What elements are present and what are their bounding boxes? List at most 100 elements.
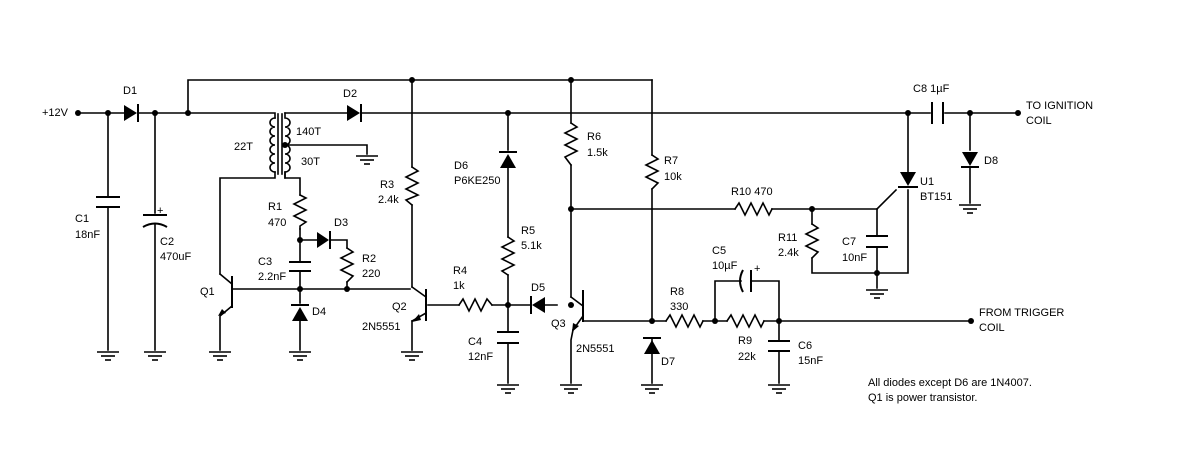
junctions	[75, 77, 1021, 324]
resistor-r3	[404, 165, 420, 207]
transistor-q2	[410, 285, 428, 323]
c7-label: C7	[842, 236, 856, 248]
ground-symbols	[96, 155, 982, 394]
diode-d2	[347, 104, 362, 122]
q3-value: 2N5551	[576, 343, 615, 355]
c2-label: C2	[160, 236, 174, 248]
resistor-r9	[725, 313, 766, 329]
c2-value: 470uF	[160, 251, 191, 263]
d5-label: D5	[531, 282, 545, 294]
capacitor-c4	[497, 331, 519, 344]
transformer-t1	[269, 112, 291, 179]
r5-label: R5	[521, 225, 535, 237]
r9-label: R9	[738, 335, 752, 347]
d8-label: D8	[984, 155, 998, 167]
output-label-line1: TO IGNITION	[1026, 100, 1093, 112]
trigger-label-line1: FROM TRIGGER	[979, 307, 1064, 319]
trigger-label-line2: COIL	[979, 322, 1005, 334]
d4-label: D4	[312, 306, 326, 318]
d6-value: P6KE250	[454, 175, 500, 187]
c1-label: C1	[75, 213, 89, 225]
diode-d6	[499, 151, 517, 168]
diode-d7	[643, 337, 661, 354]
r6-value: 1.5k	[587, 147, 608, 159]
resistor-r6	[563, 121, 579, 167]
r1-label: R1	[268, 201, 282, 213]
diode-d3	[317, 231, 331, 249]
r2-label: R2	[362, 253, 376, 265]
q2-value: 2N5551	[362, 321, 401, 333]
q2-label: Q2	[392, 301, 407, 313]
wires	[77, 79, 1017, 384]
resistor-r1	[292, 193, 308, 230]
r7-label: R7	[664, 155, 678, 167]
r1-value: 470	[268, 217, 286, 229]
diode-d4	[291, 304, 309, 321]
r4-label: R4	[453, 265, 467, 277]
note-line1: All diodes except D6 are 1N4007.	[868, 377, 1032, 389]
winding-22t-label: 22T	[234, 141, 253, 153]
capacitor-c5	[739, 269, 752, 293]
u1-label: U1	[920, 176, 934, 188]
capacitor-c7	[866, 235, 888, 248]
capacitor-c3	[289, 261, 311, 272]
diode-d5	[530, 296, 545, 314]
r5-value: 5.1k	[521, 240, 542, 252]
r2-value: 220	[362, 268, 380, 280]
c4-value: 12nF	[468, 351, 493, 363]
d2-label: D2	[343, 88, 357, 100]
c5-plus: +	[754, 263, 760, 275]
winding-140t-label: 140T	[296, 126, 321, 138]
capacitor-c2	[142, 214, 168, 228]
c3-value: 2.2nF	[258, 271, 286, 283]
resistor-r11	[804, 222, 820, 260]
r8-value: 330	[670, 301, 688, 313]
r11-value: 2.4k	[778, 247, 799, 259]
component-labels: +12V D1 D2 D3 D4 D5 D6 P6KE250 D7 D8 C1 …	[42, 83, 1093, 404]
resistor-r5	[500, 235, 516, 277]
c6-label: C6	[798, 340, 812, 352]
resistor-r2	[339, 246, 355, 284]
scr-u1	[898, 172, 918, 188]
c6-value: 15nF	[798, 355, 823, 367]
u1-value: BT151	[920, 191, 952, 203]
d6-label: D6	[454, 160, 468, 172]
output-label-line2: COIL	[1026, 115, 1052, 127]
resistor-r10	[733, 201, 774, 217]
r3-value: 2.4k	[378, 194, 399, 206]
note-line2: Q1 is power transistor.	[868, 392, 977, 404]
r8-label: R8	[670, 286, 684, 298]
transistor-q1	[218, 272, 234, 316]
d1-label: D1	[123, 85, 137, 97]
r6-label: R6	[587, 131, 601, 143]
r9-value: 22k	[738, 351, 756, 363]
d3-label: D3	[334, 217, 348, 229]
transistor-q3	[571, 290, 585, 332]
r3-label: R3	[380, 179, 394, 191]
c8-label: C8 1µF	[913, 83, 950, 95]
diode-d8	[961, 152, 979, 168]
r10-label: R10 470	[731, 186, 773, 198]
capacitor-c6	[768, 340, 790, 352]
capacitor-c8	[931, 102, 944, 124]
d7-label: D7	[661, 356, 675, 368]
c5-value: 10µF	[712, 260, 738, 272]
resistor-r4	[457, 297, 494, 313]
c5-label: C5	[712, 245, 726, 257]
supply-label: +12V	[42, 107, 69, 119]
q3-label: Q3	[551, 318, 566, 330]
r7-value: 10k	[664, 171, 682, 183]
q1-label: Q1	[200, 286, 215, 298]
c3-label: C3	[258, 256, 272, 268]
resistor-r7	[644, 153, 660, 191]
c7-value: 10nF	[842, 252, 867, 264]
c2-plus: +	[157, 205, 163, 217]
c4-label: C4	[468, 336, 482, 348]
capacitor-c1	[96, 196, 120, 208]
winding-30t-label: 30T	[301, 156, 320, 168]
resistor-r8	[664, 313, 705, 329]
diode-d1	[124, 104, 139, 122]
r11-label: R11	[778, 232, 797, 244]
c1-value: 18nF	[75, 229, 100, 241]
